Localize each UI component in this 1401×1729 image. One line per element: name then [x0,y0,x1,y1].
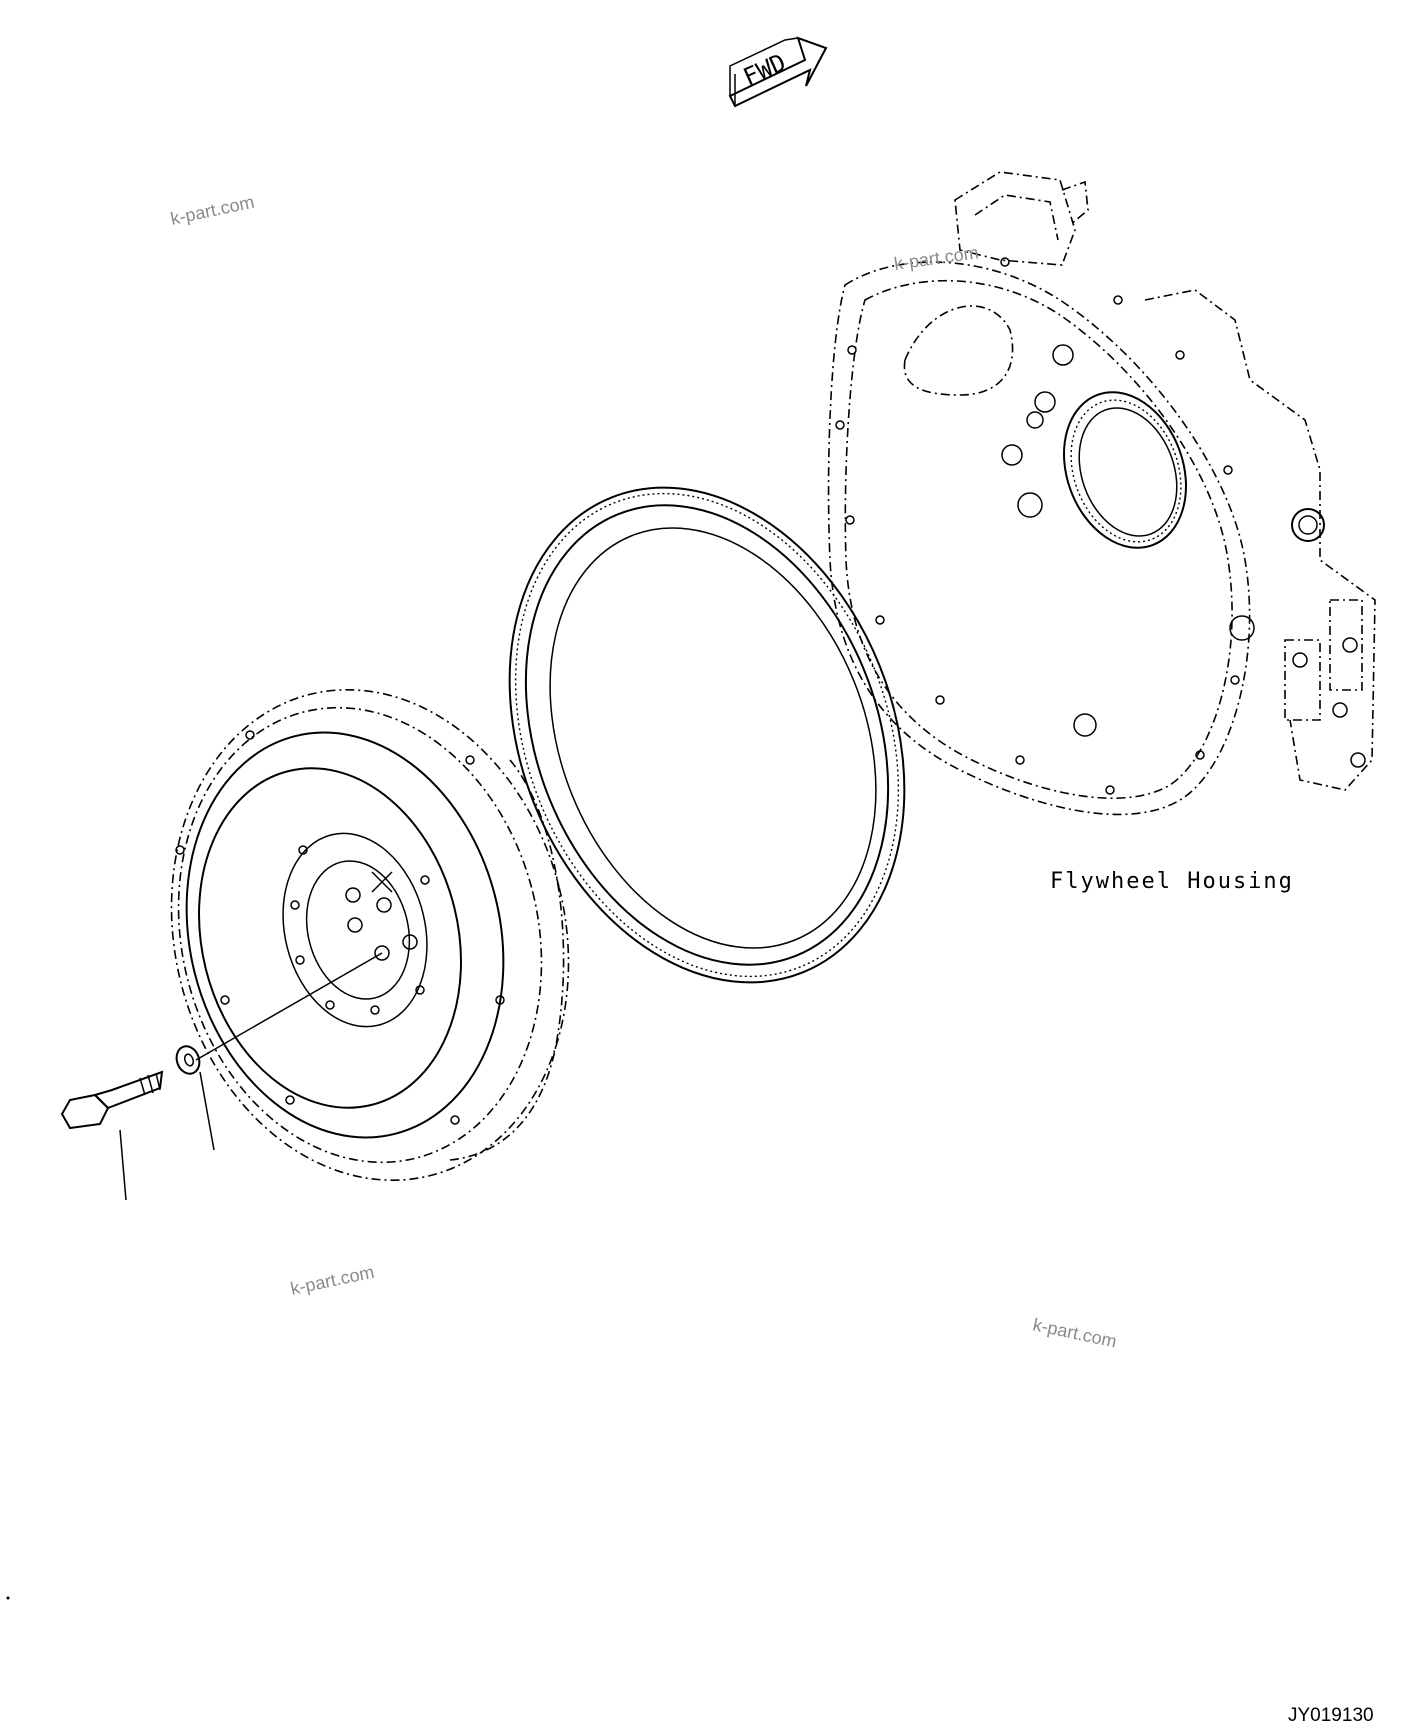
drawing-code: JY019130 [1288,1705,1374,1726]
watermark: k-part.com [893,242,980,274]
stray-dot [6,1596,10,1600]
flywheel-housing-label: Flywheel Housing [1050,869,1294,894]
watermark: k-part.com [289,1262,376,1299]
bolt-leader-line [119,1129,127,1201]
flywheel-drawing [170,688,570,1182]
washer-drawing [175,1045,201,1075]
flywheel-housing-drawing [827,171,1376,816]
alignment-line [195,952,383,1061]
fwd-label: FWD [739,48,790,91]
watermark: k-part.com [1031,1314,1118,1351]
watermark: k-part.com [169,192,256,229]
bolt-drawing [60,1070,164,1130]
fwd-arrow-icon: FWD [728,36,828,108]
ring-gear-drawing [508,486,906,984]
washer-leader-line [199,1071,215,1151]
